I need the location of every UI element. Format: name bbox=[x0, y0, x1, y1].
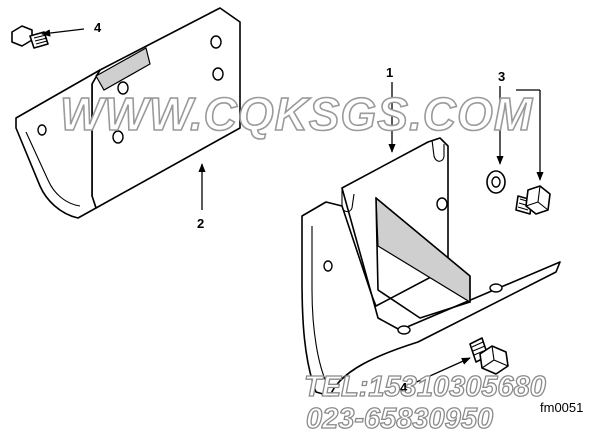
callout-2: 2 bbox=[197, 216, 204, 231]
drawing-reference: fm0051 bbox=[540, 400, 583, 415]
washer bbox=[486, 170, 506, 194]
bolt-top-left bbox=[11, 25, 49, 49]
callout-4-bottom: 4 bbox=[400, 380, 408, 395]
phone-watermark: TEL:15310305680 bbox=[304, 371, 546, 403]
site-watermark: WWW.CQKSGS.COM bbox=[60, 88, 534, 140]
bolt-right bbox=[515, 185, 551, 215]
left-bracket bbox=[15, 7, 241, 219]
bolt-hole bbox=[117, 81, 129, 95]
callout-1: 1 bbox=[386, 65, 393, 80]
bolt-hole bbox=[489, 283, 503, 293]
bolt-hole bbox=[37, 124, 47, 136]
bolt-bottom bbox=[469, 337, 509, 375]
phone-watermark-2: 023-65830950 bbox=[306, 403, 493, 435]
bolt-hole bbox=[112, 130, 124, 144]
bolt-hole bbox=[436, 197, 448, 211]
bolt-hole bbox=[323, 260, 333, 272]
callout-3: 3 bbox=[498, 69, 505, 84]
leader-lines bbox=[41, 28, 544, 385]
callout-4-top: 4 bbox=[94, 20, 102, 35]
right-bracket bbox=[301, 137, 561, 397]
bolt-hole bbox=[212, 67, 224, 81]
bolt-hole bbox=[210, 35, 222, 49]
bolt-hole bbox=[397, 325, 411, 335]
